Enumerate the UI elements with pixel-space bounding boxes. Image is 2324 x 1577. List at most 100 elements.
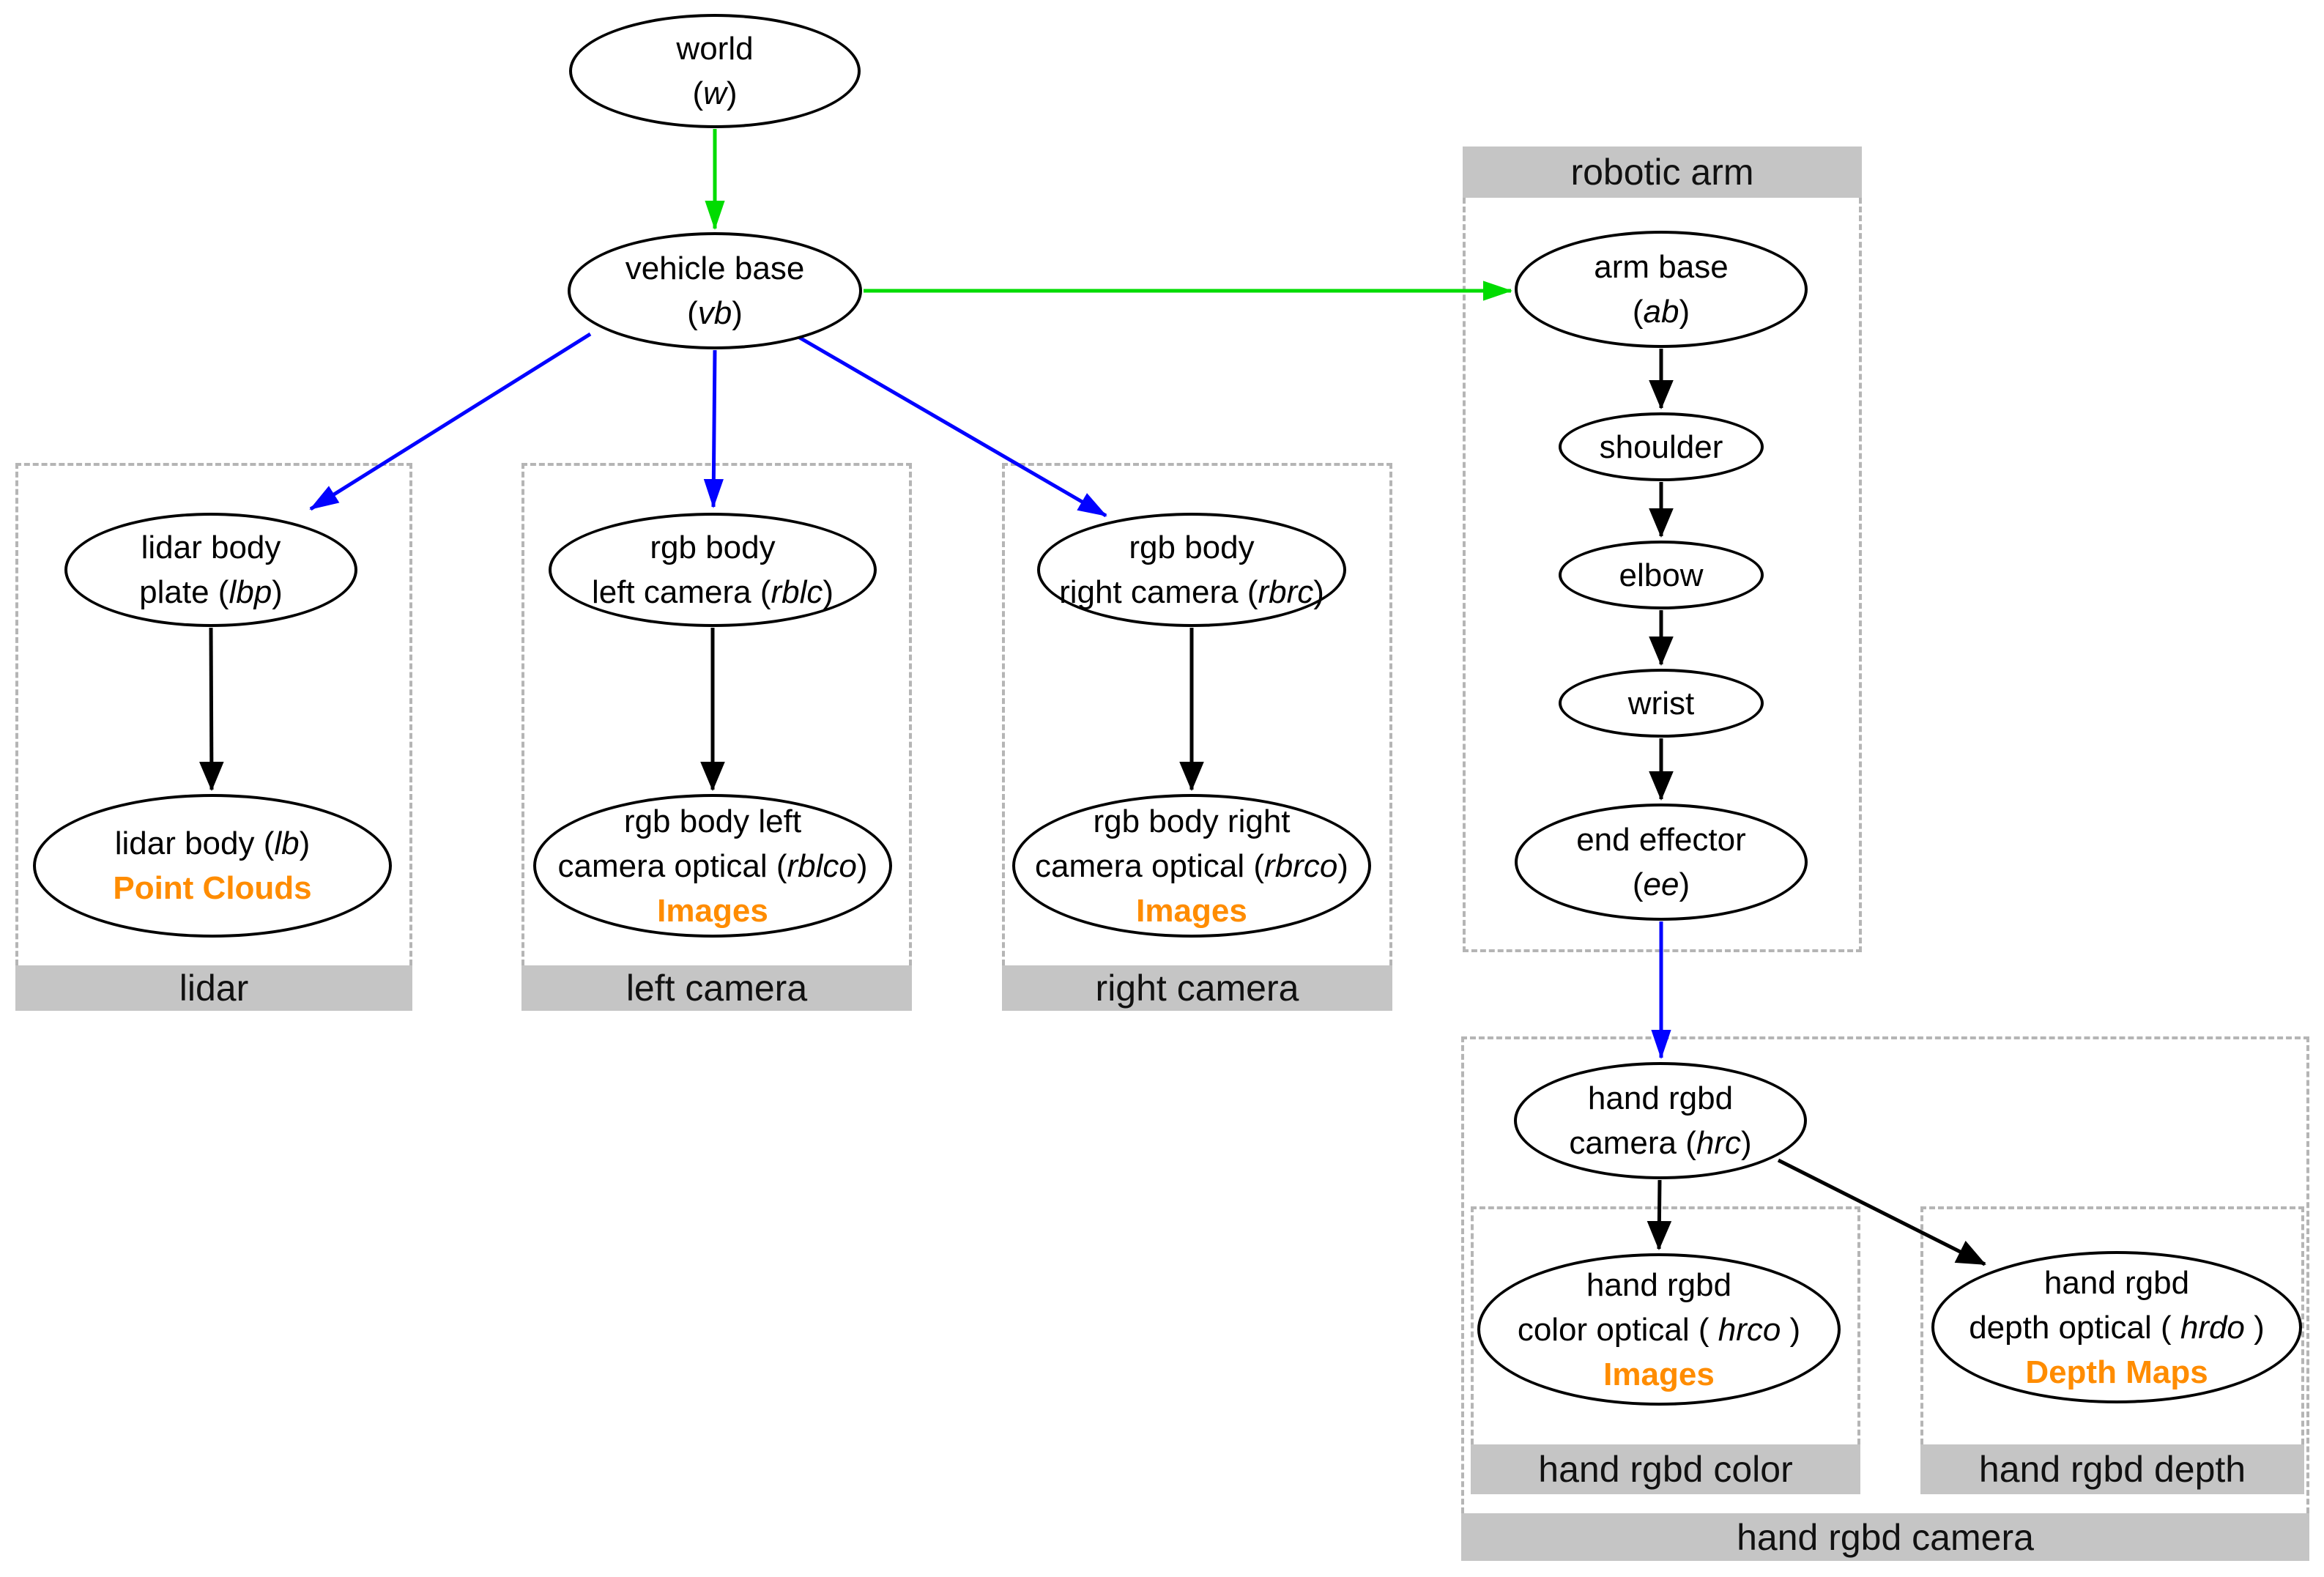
node-hand-rgbd-color-optical-line-1: color optical ( hrco ) [1518, 1307, 1800, 1352]
node-end-effector-line-1: (ee) [1633, 862, 1690, 907]
node-rgb-body-left-camera-text: rgb body [650, 530, 776, 565]
cluster-robotic-arm-label-bar: robotic arm [1463, 146, 1862, 198]
node-rgb-body-right-camera-abbr: rbrc [1258, 574, 1314, 610]
node-lidar-body-plate-text: ) [272, 574, 283, 610]
node-end-effector-text: end effector [1576, 822, 1746, 858]
node-vehicle-base-line-1: (vb) [687, 291, 743, 335]
node-rgb-body-right-camera-optical-annotation: Images [1136, 892, 1247, 929]
node-arm-base-line-1: (ab) [1633, 289, 1690, 334]
node-rgb-body-right-camera-optical-text: rgb body right [1093, 803, 1291, 839]
node-rgb-body-right-camera-optical-text: camera optical ( [1035, 847, 1265, 884]
node-vehicle-base-text: ) [732, 295, 743, 331]
node-rgb-body-right-camera-optical-text: ) [1337, 847, 1348, 884]
node-hand-rgbd-depth-optical-text: hand rgbd [2043, 1264, 2190, 1301]
node-lidar-body: lidar body (lb)Point Clouds [33, 794, 392, 938]
node-elbow-text: elbow [1619, 557, 1704, 593]
node-hand-rgbd-color-optical-line-2: Images [1603, 1352, 1715, 1397]
node-world: world (w) [569, 14, 861, 128]
cluster-lidar-label-bar: lidar [15, 965, 412, 1011]
node-hand-rgbd-color-optical-text: color optical ( [1517, 1311, 1718, 1348]
cluster-left-camera-box [521, 463, 912, 965]
node-wrist-line-0: wrist [1628, 681, 1694, 726]
node-end-effector-text: ) [1679, 867, 1690, 902]
node-hand-rgbd-camera-node: hand rgbd camera (hrc) [1514, 1062, 1807, 1179]
edge-lidar-body-plate-to-lidar-body [199, 627, 224, 791]
node-arm-base-text: ) [1679, 294, 1690, 330]
cluster-hand-rgbd-depth-label: hand rgbd depth [1978, 1449, 2246, 1490]
cluster-hand-rgbd-camera-label: hand rgbd camera [1737, 1516, 2034, 1558]
node-wrist: wrist [1559, 669, 1764, 738]
node-world-text: ( [692, 75, 704, 111]
cluster-left-camera-label-bar: left camera [521, 965, 912, 1011]
cluster-hand-rgbd-depth-box [1920, 1206, 2304, 1444]
node-elbow-line-0: elbow [1619, 553, 1704, 598]
node-vehicle-base-text: ( [687, 295, 698, 331]
node-rgb-body-left-camera-optical-annotation: Images [657, 892, 768, 929]
node-arm-base: arm base(ab) [1515, 231, 1808, 348]
node-hand-rgbd-camera-node-line-1: camera (hrc) [1569, 1121, 1751, 1165]
cluster-lidar-label: lidar [179, 968, 249, 1009]
node-hand-rgbd-camera-node-text: ) [1741, 1125, 1752, 1161]
node-rgb-body-left-camera-optical-text: ) [856, 847, 868, 884]
cluster-left-camera-label: left camera [625, 968, 808, 1009]
node-rgb-body-right-camera-text: rgb body [1129, 530, 1255, 565]
edge-hand-rgbd-camera-node-to-hand-rgbd-depth-optical [1777, 1158, 1986, 1266]
node-rgb-body-right-camera-line-0: rgb body [1129, 525, 1254, 570]
node-rgb-body-right-camera-optical-line-0: rgb body right [1093, 799, 1290, 844]
cluster-hand-rgbd-color-box [1471, 1206, 1860, 1444]
node-end-effector-text: ( [1632, 867, 1644, 902]
edge-vehicle-base-to-rgb-body-right-camera [797, 335, 1107, 518]
edge-hand-rgbd-camera-node-to-hand-rgbd-color-optical [1647, 1179, 1672, 1250]
node-rgb-body-left-camera-optical-line-1: camera optical (rblco) [557, 844, 867, 888]
node-hand-rgbd-depth-optical-text: depth optical ( [1969, 1309, 2180, 1346]
node-rgb-body-right-camera-optical-line-1: camera optical (rbrco) [1035, 844, 1348, 888]
node-rgb-body-left-camera: rgb body left camera (rblc) [549, 513, 877, 627]
cluster-hand-rgbd-depth-label-bar: hand rgbd depth [1920, 1444, 2304, 1494]
node-end-effector-line-0: end effector [1576, 817, 1746, 862]
node-rgb-body-left-camera-text: left camera ( [591, 574, 771, 610]
node-lidar-body-plate-text: plate ( [139, 574, 229, 610]
node-hand-rgbd-depth-optical-line-0: hand rgbd [2044, 1261, 2189, 1305]
node-vehicle-base-text: vehicle base [625, 251, 805, 286]
node-rgb-body-left-camera-optical-abbr: rblco [787, 847, 857, 884]
node-world-text: world [676, 31, 754, 67]
node-world-abbr: w [703, 75, 727, 111]
node-lidar-body-text: ) [299, 825, 311, 861]
node-hand-rgbd-camera-node-text: hand rgbd [1587, 1080, 1734, 1116]
cluster-hand-rgbd-color-label-bar: hand rgbd color [1471, 1444, 1860, 1494]
cluster-lidar-box [15, 463, 412, 965]
edge-vehicle-base-to-lidar-body-plate [309, 332, 592, 511]
node-lidar-body-line-0: lidar body (lb) [115, 821, 311, 866]
node-world-line-0: world [676, 26, 753, 71]
node-end-effector-abbr: ee [1643, 867, 1679, 902]
node-world-line-1: (w) [692, 71, 737, 116]
node-elbow: elbow [1559, 541, 1764, 609]
node-lidar-body-plate-abbr: lbp [229, 574, 272, 610]
node-rgb-body-left-camera-line-1: left camera (rblc) [592, 570, 834, 615]
node-hand-rgbd-depth-optical-line-1: depth optical ( hrdo ) [1969, 1305, 2265, 1350]
node-lidar-body-line-1: Point Clouds [113, 866, 311, 910]
node-rgb-body-right-camera-optical-abbr: rbrco [1264, 847, 1338, 884]
cluster-hand-rgbd-camera-box [1461, 1036, 2309, 1513]
node-lidar-body-abbr: lb [274, 825, 300, 861]
node-lidar-body-text: lidar body ( [114, 825, 275, 861]
node-rgb-body-right-camera-optical-line-2: Images [1136, 888, 1247, 933]
node-rgb-body-right-camera-text: ) [1313, 574, 1324, 610]
node-shoulder-line-0: shoulder [1600, 425, 1723, 470]
node-arm-base-line-0: arm base [1594, 245, 1728, 289]
node-hand-rgbd-depth-optical-text: ) [2244, 1309, 2265, 1346]
node-hand-rgbd-color-optical-text: ) [1781, 1311, 1801, 1348]
node-vehicle-base-line-0: vehicle base [625, 246, 805, 291]
node-hand-rgbd-camera-node-abbr: hrc [1696, 1125, 1742, 1161]
node-shoulder: shoulder [1559, 412, 1764, 481]
node-hand-rgbd-camera-node-line-0: hand rgbd [1588, 1076, 1733, 1121]
node-rgb-body-right-camera-optical: rgb body right camera optical (rbrco) Imag… [1012, 794, 1371, 938]
node-wrist-text: wrist [1627, 685, 1695, 721]
node-shoulder-text: shoulder [1599, 428, 1723, 465]
